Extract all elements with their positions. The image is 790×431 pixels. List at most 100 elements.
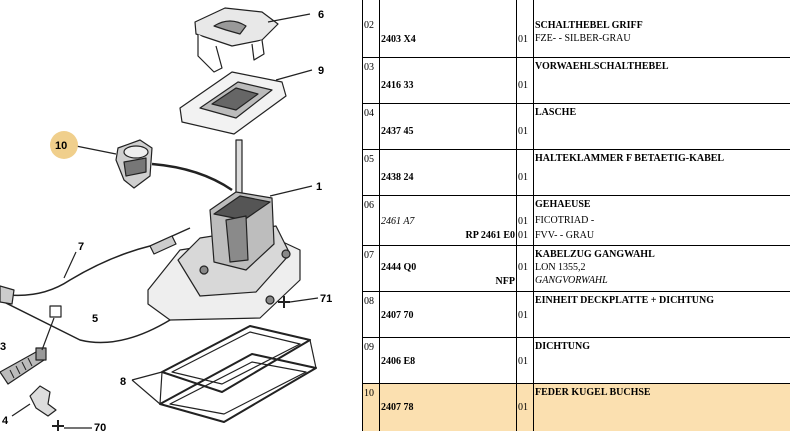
index-cell: 10 [363,384,380,431]
part-number: 2403 X4 [381,34,416,45]
leader-7 [63,251,77,279]
quantity: 01 [518,34,528,45]
desc-cell: LASCHE [533,104,790,149]
part-8-cover-plate[interactable] [159,325,317,423]
ref-cell: 2416 33 [379,58,517,103]
part-number: 2444 Q0 [381,262,417,273]
description-line3: FVV- - GRAU [535,230,595,241]
table-row[interactable]: 09 2406 E8 01 DICHTUNG [363,338,790,384]
quantity: 01 [518,310,528,321]
row-index: 10 [364,388,374,399]
leader-4 [11,403,31,417]
leader-5 [41,317,55,351]
table-row-selected[interactable]: 10 2407 78 01 FEDER KUGEL BUCHSE [363,384,790,431]
part-number: 2437 45 [381,126,414,137]
callout-4[interactable]: 4 [2,415,9,427]
index-cell: 04 [363,104,380,149]
description: GEHAEUSE [535,199,591,210]
qty-cell: 01 [516,292,534,337]
table-row[interactable]: 03 2416 33 01 VORWAEHLSCHALTHEBEL [363,58,790,104]
table-row[interactable]: 02 2403 X4 01 SCHALTHEBEL GRIFF FZE- - S… [363,0,790,58]
part-6-shifter-grip[interactable] [194,7,279,73]
description: LASCHE [535,107,577,118]
callout-7[interactable]: 7 [78,241,84,253]
quantity: 01 [518,126,528,137]
part-7-gear-cable[interactable] [0,227,191,344]
description-line2: LON 1355,2 [535,262,586,273]
description: EINHEIT DECKPLATTE + DICHTUNG [535,295,714,306]
panel-divider [362,0,363,431]
desc-cell: EINHEIT DECKPLATTE + DICHTUNG [533,292,790,337]
quantity: 01 [518,262,528,273]
part-number: 2416 33 [381,80,414,91]
index-cell: 05 [363,150,380,195]
callout-1[interactable]: 1 [316,181,322,193]
callout-6[interactable]: 6 [318,9,324,21]
leader-9 [275,69,313,81]
ref-cell: 2407 70 [379,292,517,337]
callout-10[interactable]: 10 [55,140,67,152]
part-number: 2407 70 [381,310,414,321]
replacement-number: RP 2461 E0 [465,230,515,241]
row-index: 05 [364,154,374,165]
part-9-gaiter[interactable] [179,71,287,135]
row-index: 03 [364,62,374,73]
desc-cell: VORWAEHLSCHALTHEBEL [533,58,790,103]
part-10-spring-ball-bushing[interactable] [115,139,153,189]
quantity: 01 [518,402,528,413]
table-row[interactable]: 05 2438 24 01 HALTEKLAMMER F BETAETIG-KA… [363,150,790,196]
qty-cell: 01 [516,58,534,103]
table-row[interactable]: 07 2444 Q0 NFP 01 KABELZUG GANGWAHL LON … [363,246,790,292]
desc-cell: SCHALTHEBEL GRIFF FZE- - SILBER-GRAU [533,0,790,57]
parts-table: 02 2403 X4 01 SCHALTHEBEL GRIFF FZE- - S… [363,0,790,431]
table-row[interactable]: 06 2461 A7 RP 2461 E0 01 01 GEHAEUSE FIC… [363,196,790,246]
qty-cell: 01 [516,104,534,149]
screw-marker-71 [278,296,290,308]
desc-cell: FEDER KUGEL BUCHSE [533,384,790,431]
description: HALTEKLAMMER F BETAETIG-KABEL [535,153,725,164]
description: VORWAEHLSCHALTHEBEL [535,61,669,72]
callout-70[interactable]: 70 [94,422,106,431]
index-cell: 09 [363,338,380,383]
part-number: 2406 E8 [381,356,416,367]
index-cell: 07 [363,246,380,291]
qty-cell: 01 [516,384,534,431]
leader-10 [75,145,117,155]
callout-71[interactable]: 71 [320,293,332,305]
table-row[interactable]: 04 2437 45 01 LASCHE [363,104,790,150]
callout-5[interactable]: 5 [92,313,98,325]
description-line2: FZE- - SILBER-GRAU [535,33,631,44]
part-number: 2438 24 [381,172,414,183]
quantity: 01 [518,356,528,367]
cable-link [151,162,233,192]
callout-3[interactable]: 3 [0,341,6,353]
leader-71 [289,297,319,303]
screw-marker-70 [52,420,64,431]
callout-9[interactable]: 9 [318,65,324,77]
ref-cell: 2461 A7 RP 2461 E0 [379,196,517,245]
quantity: 01 [518,172,528,183]
part-3-cable-spring[interactable] [0,347,47,385]
parts-diagram: 6 9 10 1 7 5 71 3 8 4 70 [0,7,332,431]
desc-cell: GEHAEUSE FICOTRIAD - FVV- - GRAU [533,196,790,245]
part-4-bracket[interactable] [29,385,57,417]
table-row[interactable]: 08 2407 70 01 EINHEIT DECKPLATTE + DICHT… [363,292,790,338]
row-index: 04 [364,108,374,119]
desc-cell: DICHTUNG [533,338,790,383]
ref-cell: 2407 78 [379,384,517,431]
description: DICHTUNG [535,341,591,352]
row-index: 09 [364,342,374,353]
quantity: 01 [518,80,528,91]
ref-cell: 2403 X4 [379,0,517,57]
leader-1 [269,185,313,197]
leader-6 [267,13,311,23]
description: SCHALTHEBEL GRIFF [535,20,643,31]
leader-8b [131,379,161,405]
qty-cell: 01 [516,150,534,195]
part-1-housing[interactable] [147,191,301,321]
qty-cell: 01 [516,0,534,57]
description: FEDER KUGEL BUCHSE [535,387,651,398]
qty-cell: 01 [516,246,534,291]
quantity: 01 [518,216,528,227]
callout-8[interactable]: 8 [120,376,126,388]
